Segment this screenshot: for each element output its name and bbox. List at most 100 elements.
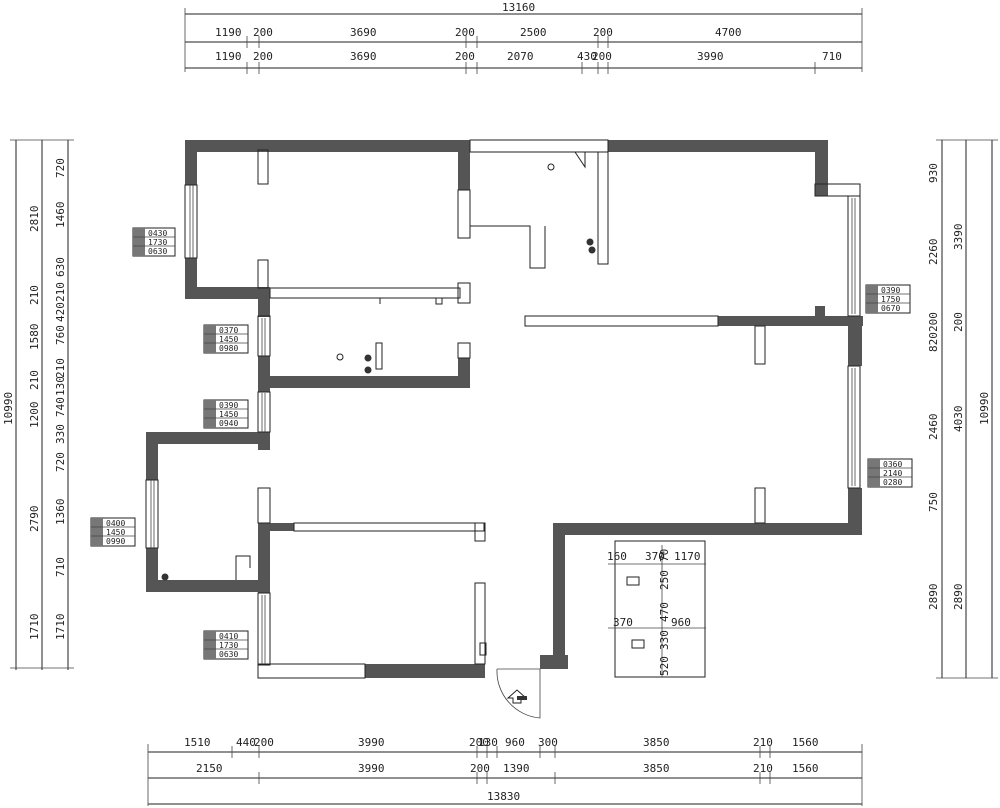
dim-bot-r2-0: 2150 — [196, 762, 223, 775]
door-swing — [496, 668, 541, 719]
detail-top-0: 160 — [607, 550, 627, 563]
dim-left-c2-12: 710 — [54, 557, 67, 577]
dim-left-c1-0: 2810 — [28, 206, 41, 233]
dim-right-c2-2: 4030 — [952, 406, 965, 433]
dim-left-c1-6: 1710 — [28, 614, 41, 641]
svg-text:0630: 0630 — [148, 247, 167, 256]
dim-right-c1-4: 2460 — [927, 414, 940, 441]
bottom-dimensions: 1510 440 200 3990 200 130 960 300 3850 2… — [147, 736, 863, 806]
dim-right-c2-3: 2890 — [952, 584, 965, 611]
fixtures — [161, 151, 596, 719]
dim-top-r1-6: 4700 — [715, 26, 742, 39]
dim-bot-r1-3: 3990 — [358, 736, 385, 749]
fixture-dot-icon — [547, 163, 555, 171]
svg-text:0360: 0360 — [883, 460, 902, 469]
dim-left-c1-4: 1200 — [28, 402, 41, 429]
svg-text:1450: 1450 — [219, 410, 238, 419]
detail-top-1: 370 — [645, 550, 665, 563]
dim-top-r1-5: 200 — [593, 26, 613, 39]
svg-text:0390: 0390 — [219, 401, 238, 410]
dim-left-c2-5: 760 — [54, 325, 67, 345]
dim-left-c1-5: 2790 — [28, 506, 41, 533]
svg-text:0410: 0410 — [219, 632, 238, 641]
dim-left-c2-4: 420 — [54, 302, 67, 322]
dim-right-c1-2: 820 — [927, 332, 940, 352]
window-tag-w7: 0360 2140 0280 — [867, 458, 913, 488]
dim-right-c2-1: 200 — [952, 312, 965, 332]
svg-text:0430: 0430 — [148, 229, 167, 238]
drain-icon — [161, 573, 169, 581]
wall-outlines — [145, 139, 861, 679]
drain-icon — [588, 246, 596, 254]
dim-right-total: 10990 — [978, 392, 991, 425]
detail-v-3: 330 — [658, 630, 671, 650]
svg-text:1750: 1750 — [881, 295, 900, 304]
dim-bot-r1-10: 1560 — [792, 736, 819, 749]
top-dimensions: 13160 1190 200 3690 200 2500 200 4700 11… — [184, 1, 863, 74]
svg-text:2140: 2140 — [883, 469, 902, 478]
dim-top-r2-2: 3690 — [350, 50, 377, 63]
dim-right-c1-3: 200 — [927, 312, 940, 332]
dim-bot-r1-7: 300 — [538, 736, 558, 749]
dim-top-total: 13160 — [502, 1, 535, 14]
svg-text:0370: 0370 — [219, 326, 238, 335]
svg-text:1450: 1450 — [219, 335, 238, 344]
dim-top-r2-4: 2070 — [507, 50, 534, 63]
window-tag-w3: 0390 1450 0940 — [203, 399, 249, 429]
svg-text:0670: 0670 — [881, 304, 900, 313]
window-tag-w5: 0410 1730 0630 — [203, 630, 249, 660]
outlet-icon — [631, 639, 645, 649]
drain-icon — [364, 354, 372, 362]
dim-bot-r1-1: 440 — [236, 736, 256, 749]
dim-left-total: 10990 — [2, 392, 15, 425]
dim-top-r1-3: 200 — [455, 26, 475, 39]
dim-left-c1-2: 1580 — [28, 324, 41, 351]
svg-text:0980: 0980 — [219, 344, 238, 353]
svg-text:0990: 0990 — [106, 537, 125, 546]
window-lines — [150, 185, 856, 664]
dim-top-r1-2: 3690 — [350, 26, 377, 39]
detail-top-2: 1170 — [674, 550, 701, 563]
dim-bot-r2-6: 1560 — [792, 762, 819, 775]
dim-left-c2-9: 330 — [54, 424, 67, 444]
dim-right-c1-0: 930 — [927, 163, 940, 183]
window-tag-w4: 0400 1450 0990 — [90, 517, 136, 547]
svg-text:0390: 0390 — [881, 286, 900, 295]
dim-bot-r2-3: 1390 — [503, 762, 530, 775]
dim-left-c2-11: 1360 — [54, 499, 67, 526]
dim-bot-r1-2: 200 — [254, 736, 274, 749]
dim-left-c1-3: 210 — [28, 370, 41, 390]
dim-left-c2-8: 740 — [54, 397, 67, 417]
svg-text:1730: 1730 — [148, 238, 167, 247]
window-tag-w2: 0370 1450 0980 — [203, 324, 249, 354]
fixture-dot-icon — [336, 353, 344, 361]
dim-top-r2-5: 430 — [577, 50, 597, 63]
svg-text:0940: 0940 — [219, 419, 238, 428]
window-tag-w1: 0430 1730 0630 — [132, 227, 176, 257]
dim-right-c1-1: 2260 — [927, 239, 940, 266]
window-tag-w6: 0390 1750 0670 — [865, 284, 911, 314]
dim-bot-r2-1: 3990 — [358, 762, 385, 775]
dim-left-c2-7: 130 — [54, 376, 67, 396]
dim-left-c2-0: 720 — [54, 158, 67, 178]
dim-top-r2-7: 3990 — [697, 50, 724, 63]
dim-top-r2-1: 200 — [253, 50, 273, 63]
dim-left-c2-3: 210 — [54, 282, 67, 302]
dim-top-r1-4: 2500 — [520, 26, 547, 39]
dim-left-c2-6: 210 — [54, 358, 67, 378]
dim-left-c2-13: 1710 — [54, 614, 67, 641]
dim-bot-r1-9: 210 — [753, 736, 773, 749]
svg-text:1730: 1730 — [219, 641, 238, 650]
detail-v-4: 520 — [658, 656, 671, 676]
dim-bot-r2-2: 200 — [470, 762, 490, 775]
dim-top-r2-3: 200 — [455, 50, 475, 63]
right-dimensions: 930 2260 820 200 2460 750 2890 3390 200 … — [927, 139, 998, 679]
detail-v-0: 250 — [658, 570, 671, 590]
dim-bot-r1-8: 3850 — [643, 736, 670, 749]
dim-left-c2-2: 630 — [54, 257, 67, 277]
dim-bot-r1-5: 130 — [478, 736, 498, 749]
dim-right-c1-5: 750 — [927, 492, 940, 512]
walls — [146, 140, 863, 678]
dim-bot-r1-4: 200 — [469, 736, 489, 749]
svg-text:1450: 1450 — [106, 528, 125, 537]
